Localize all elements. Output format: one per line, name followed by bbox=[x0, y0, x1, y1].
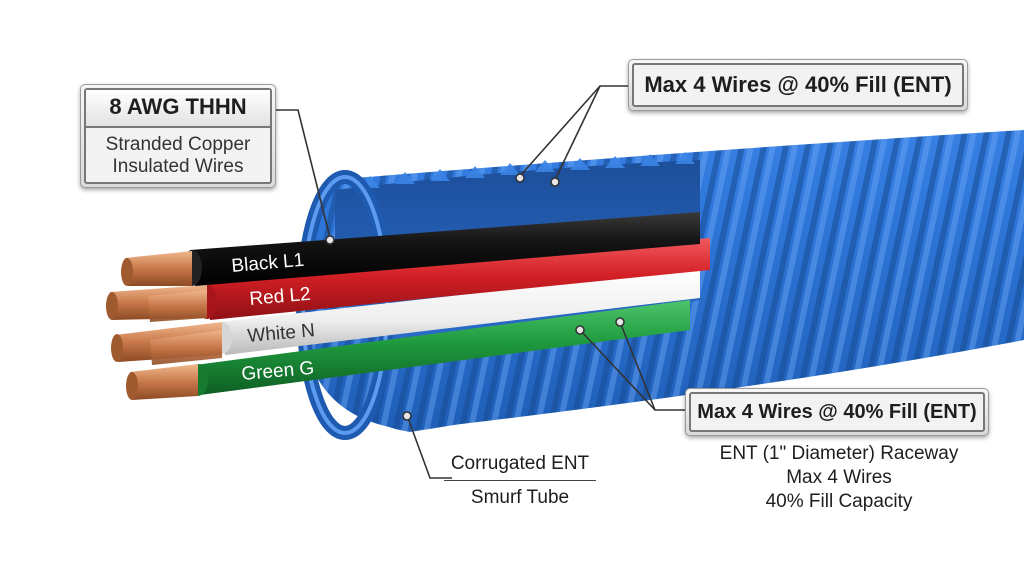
ent-desc-line3: 40% Fill Capacity bbox=[765, 491, 913, 512]
leader-wire-spec bbox=[276, 109, 331, 239]
wire-black bbox=[121, 212, 700, 286]
leader-fill-bottom-2 bbox=[619, 321, 656, 411]
fill-top-callout: Max 4 Wires @ 40% Fill (ENT) bbox=[628, 59, 968, 111]
ent-desc-line2: Max 4 Wires bbox=[786, 467, 892, 488]
wire-spec-line1: Stranded Copper bbox=[105, 134, 251, 155]
leader-lines bbox=[276, 85, 685, 479]
wire-spec-line2: Insulated Wires bbox=[112, 156, 244, 177]
ent-desc-line1: ENT (1" Diameter) Raceway bbox=[719, 443, 959, 464]
fill-bottom-title: Max 4 Wires @ 40% Fill (ENT) bbox=[697, 401, 977, 423]
fill-bottom-callout: Max 4 Wires @ 40% Fill (ENT) bbox=[685, 388, 989, 436]
wire-bundle: Black L1 Red L2 White N Green G bbox=[106, 212, 710, 400]
wire-spec-callout: 8 AWG THHN Stranded Copper Insulated Wir… bbox=[80, 84, 276, 188]
fill-top-title: Max 4 Wires @ 40% Fill (ENT) bbox=[644, 72, 952, 97]
wire-white bbox=[111, 268, 700, 365]
leader-fill-top-2 bbox=[554, 85, 601, 181]
tube-callout: Corrugated ENT Smurf Tube bbox=[440, 452, 600, 510]
wire-red bbox=[106, 238, 710, 322]
ent-description: ENT (1" Diameter) Raceway Max 4 Wires 40… bbox=[680, 442, 998, 514]
wire-green bbox=[126, 300, 690, 400]
tube-label-line2: Smurf Tube bbox=[470, 487, 570, 508]
wire-spec-title: 8 AWG THHN bbox=[86, 90, 270, 128]
tube-label-divider bbox=[444, 480, 596, 481]
tube-label-line1: Corrugated ENT bbox=[450, 453, 590, 474]
leader-tube bbox=[407, 417, 452, 479]
inner-ribs bbox=[360, 152, 695, 188]
